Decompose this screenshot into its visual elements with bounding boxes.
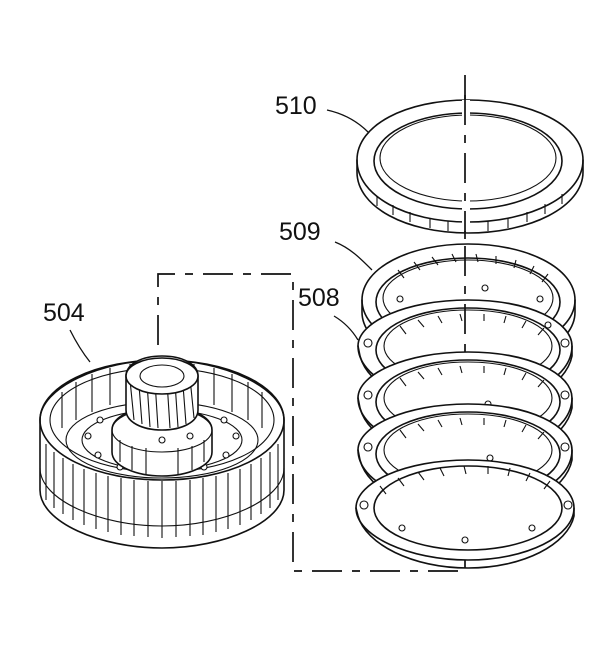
part-510-ring xyxy=(356,95,584,234)
callout-508: 508 xyxy=(298,284,340,312)
callout-509: 509 xyxy=(279,218,321,246)
callout-510: 510 xyxy=(275,92,317,120)
part-508-plate-bottom xyxy=(355,459,575,569)
callout-504: 504 xyxy=(43,299,85,327)
part-504-drum-housing xyxy=(39,355,285,549)
leader-lines xyxy=(69,109,373,363)
